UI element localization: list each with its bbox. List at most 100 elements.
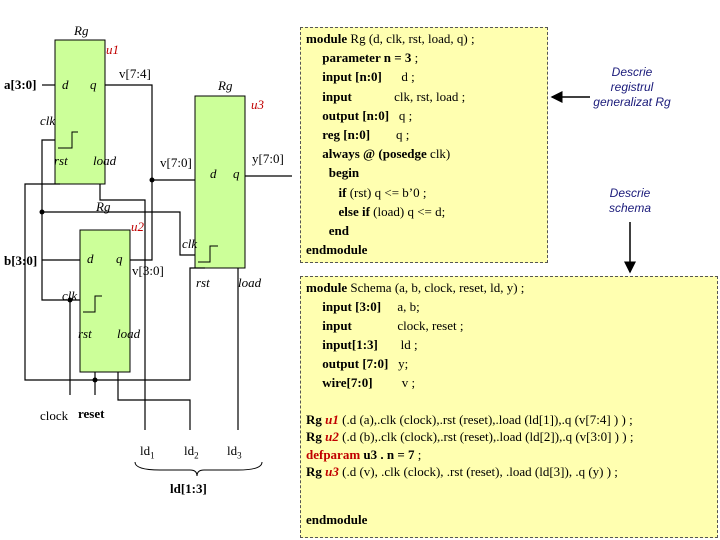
schema-inst-token: u3 . n = 7 [360, 446, 415, 462]
u1-q-port: q [90, 77, 97, 92]
rg-code-line: begin [306, 166, 475, 185]
schema-inst-token: Rg [306, 429, 326, 445]
schema-inst-token: defparam [306, 446, 361, 462]
u1-d-port: d [62, 77, 69, 92]
rg-code-token: else if [306, 203, 370, 219]
schema-inst-token: (.d (v), .clk (clock), .rst (reset), .lo… [338, 464, 618, 480]
rg-code-token: reg [n:0] [306, 126, 371, 142]
rg-code-token: output [n:0] [306, 107, 390, 123]
schema-code-token: input [306, 318, 352, 333]
clk-edge-symbol-u2 [83, 295, 102, 313]
schema-inst-line: Rg u1 (.d (a),.clk (clock),.rst (reset),… [306, 413, 633, 430]
schema-code-line: input[1:3] ld ; [306, 338, 524, 357]
ld-bit-2: ld2 [184, 443, 199, 461]
rg-code-line: endmodule [306, 243, 475, 262]
rg-code-token: q ; [389, 107, 413, 123]
schema-code-token: v ; [372, 375, 416, 390]
u1-load-port: load [93, 153, 117, 168]
u2-clk-port: clk [62, 288, 78, 303]
schema-inst-token: ; [414, 446, 422, 462]
u3-clk-port: clk [182, 236, 198, 251]
signal-reset: reset [78, 406, 105, 421]
rg-code-line: input clk, rst, load ; [306, 90, 475, 109]
rg-code-token: module [306, 31, 348, 46]
rg-code-token: q ; [370, 126, 410, 142]
rg-code-token: input [306, 88, 352, 104]
u3-load-port: load [238, 275, 262, 290]
schema-inst-line: Rg u2 (.d (b),.clk (clock),.rst (reset),… [306, 430, 633, 447]
schema-code-token: ld ; [377, 337, 418, 352]
wires [24, 84, 292, 430]
rg-code-token: (rst) q <= b’0 ; [346, 184, 427, 200]
schema-endmodule: endmodule [306, 512, 368, 527]
schema-code-token: wire[7:0] [306, 375, 373, 390]
rg-code-line: if (rst) q <= b’0 ; [306, 186, 475, 205]
signal-v70: v[7:0] [160, 155, 192, 170]
u1-clk-port: clk [40, 113, 56, 128]
schema-code-token: clock, reset ; [351, 318, 464, 333]
schema-code-token: input[1:3] [306, 337, 378, 352]
rg-code-token: input [n:0] [306, 69, 382, 85]
ld-bus-brace [134, 461, 263, 477]
u2-inst-label: u2 [131, 219, 144, 234]
schema-inst-token: u1 [325, 412, 339, 427]
u2-q-port: q [116, 251, 123, 266]
rg-code-line: module Rg (d, clk, rst, load, q) ; [306, 32, 475, 51]
signal-b: b[3:0] [4, 253, 38, 268]
rg-code-token: endmodule [306, 242, 368, 258]
schema-instances-code: Rg u1 (.d (a),.clk (clock),.rst (reset),… [306, 413, 633, 483]
u3-rst-port: rst [196, 275, 210, 290]
u3-type-label: Rg [218, 78, 233, 93]
rg-code-line: reg [n:0] q ; [306, 128, 475, 147]
rg-code-line: parameter n = 3 ; [306, 51, 475, 70]
u2-rst-port: rst [78, 326, 92, 341]
u1-inst-label: u1 [106, 42, 119, 57]
signal-ld-bus: ld[1:3] [170, 481, 207, 496]
rg-code-panel [300, 27, 548, 263]
rg-module-code: module Rg (d, clk, rst, load, q) ; param… [306, 32, 475, 262]
schema-code-token: a, b; [381, 299, 420, 314]
schema-note: Descrie schema [608, 186, 652, 215]
schema-inst-token: u2 [325, 429, 339, 445]
signal-a: a[3:0] [4, 77, 37, 92]
rg-code-line: else if (load) q <= d; [306, 205, 475, 224]
rg-code-token: parameter n = 3 [306, 50, 412, 66]
u3-inst-label: u3 [251, 97, 264, 112]
schema-code-panel [300, 276, 718, 538]
ld-bit-1: ld1 [140, 443, 155, 461]
schema-inst-token: u3 [325, 464, 339, 480]
register-u3-block [194, 95, 246, 269]
signal-clock: clock [40, 408, 69, 423]
signal-v30: v[3:0] [132, 263, 164, 278]
rg-code-token: always @ (posedge [306, 146, 427, 162]
schema-code-line: module Schema (a, b, clock, reset, ld, y… [306, 281, 524, 300]
ld-bit-3: ld3 [227, 443, 242, 461]
schema-code-token: output [7:0] [306, 356, 389, 371]
u2-type-label: Rg [96, 199, 111, 214]
rg-code-line: output [n:0] q ; [306, 109, 475, 128]
schema-inst-token: (.d (a),.clk (clock),.rst (reset),.load … [338, 412, 633, 427]
rg-code-token: begin [306, 165, 360, 181]
register-u2-block [79, 229, 131, 373]
schema-code-line: input [3:0] a, b; [306, 300, 524, 319]
rg-code-line: always @ (posedge clk) [306, 147, 475, 166]
register-note: Descrie registrul generalizat Rg [593, 65, 671, 109]
rg-code-token: if [306, 184, 347, 200]
rg-code-token: (load) q <= d; [369, 203, 446, 219]
schema-code-token: module [306, 280, 348, 295]
schema-code-line: output [7:0] y; [306, 357, 524, 376]
clk-edge-symbol-u3 [198, 245, 218, 263]
u1-type-label: Rg [74, 23, 89, 38]
schema-inst-line: defparam u3 . n = 7 ; [306, 448, 633, 465]
schema-inst-token: (.d (b),.clk (clock),.rst (reset),.load … [338, 429, 634, 445]
u3-d-port: d [210, 166, 217, 181]
u1-rst-port: rst [54, 153, 68, 168]
rg-code-token: clk, rst, load ; [351, 88, 466, 104]
schema-code-token: y; [388, 356, 409, 371]
u2-d-port: d [87, 251, 94, 266]
rg-code-token: Rg (d, clk, rst, load, q) ; [347, 31, 475, 46]
schema-code-token: Schema (a, b, clock, reset, ld, y) ; [347, 280, 525, 295]
signal-y70: y[7:0] [252, 151, 284, 166]
schema-module-code: module Schema (a, b, clock, reset, ld, y… [306, 281, 524, 395]
